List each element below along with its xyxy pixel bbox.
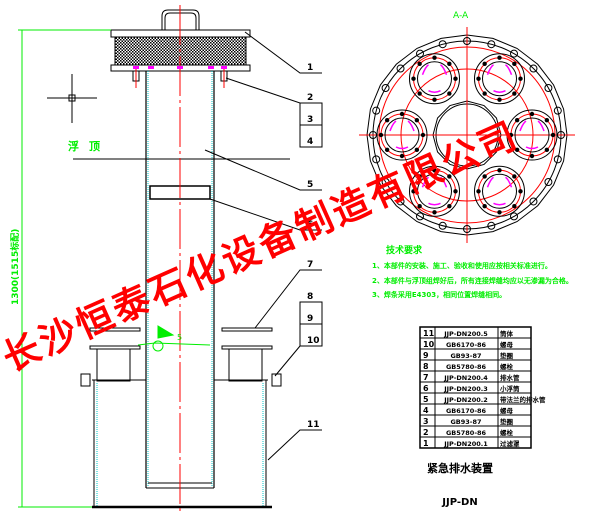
cell-no: 7 [423, 373, 429, 382]
cell-name: 排水管 [500, 373, 520, 382]
cell-name: 螺栓 [500, 362, 514, 371]
table-row: 7 JJP-DN200.4 排水管 [419, 370, 532, 383]
bolt-hole [463, 37, 471, 45]
cell-code: GB6170-86 [446, 407, 487, 415]
cell-no: 11 [423, 329, 435, 338]
bolt-hole [372, 155, 381, 164]
small-flange [474, 165, 525, 217]
bolt-hole [396, 197, 405, 206]
bolt-hole [544, 84, 553, 92]
bolt-hole [416, 49, 424, 58]
cell-code: GB93-87 [450, 352, 481, 360]
cell-code: JJP-DN200.2 [443, 396, 488, 404]
bolt-hole [487, 40, 496, 49]
cell-code: JJP-DN200.4 [443, 374, 488, 382]
cell-no: 6 [423, 384, 429, 393]
cell-name: 螺母 [500, 340, 514, 349]
drawing-code: JJP-DN [441, 497, 477, 508]
table-row: 2 GB5780-86 螺栓 [419, 425, 532, 438]
cell-no: 1 [423, 439, 429, 448]
bolt-hole [487, 221, 496, 230]
cell-code: GB5780-86 [446, 429, 487, 437]
note-3: 3、焊条采用E4303，相同位置焊缝相同。 [372, 290, 506, 299]
cell-name: 螺母 [500, 406, 514, 415]
cell-name: 垫圈 [500, 351, 514, 360]
bolt-hole [510, 49, 518, 58]
callout-2: 2 [307, 93, 313, 103]
cell-name: 筒体 [500, 329, 514, 338]
bolt-hole [463, 225, 471, 233]
cell-no: 4 [423, 406, 429, 415]
callout-7: 7 [307, 260, 313, 270]
cell-no: 10 [423, 340, 435, 349]
bolt-hole [544, 178, 553, 186]
small-flange [506, 109, 558, 161]
table-row: 11 JJP-DN200.5 筒体 [419, 326, 532, 339]
table-row: 9 GB93-87 垫圈 [419, 348, 532, 361]
cell-no: 8 [423, 362, 429, 371]
weld-size: 5 [177, 333, 182, 342]
cell-no: 9 [423, 351, 429, 360]
cell-code: GB6170-86 [446, 341, 487, 349]
floating-roof-label: 浮顶 [68, 139, 110, 153]
cell-code: JJP-DN200.1 [443, 440, 488, 448]
callout-6: 6 [307, 220, 313, 230]
bolt-hole [381, 84, 390, 92]
cell-code: JJP-DN200.3 [443, 385, 488, 393]
technical-notes: 技术要求 1、本部件的安装、施工、验收和使用应按相关标准进行。 2、本部件与浮顶… [372, 244, 573, 299]
table-row: 5 JJP-DN200.2 带法兰的排水管 [419, 392, 546, 405]
bolt-hole [529, 64, 538, 73]
table-row: 8 GB5780-86 螺栓 [419, 359, 532, 372]
cell-no: 3 [423, 417, 429, 426]
bolt-hole [553, 106, 562, 115]
dimension-line [18, 29, 211, 508]
small-flange [409, 53, 460, 105]
bolt-hole [510, 212, 518, 221]
table-row: 1 JJP-DN200.1 过滤罩 [419, 436, 532, 449]
drawing-title: 紧急排水装置 [427, 461, 493, 475]
small-flange [474, 53, 525, 105]
note-2: 2、本部件与浮顶组焊好后，所有连接焊缝均应以无渗漏为合格。 [372, 276, 573, 285]
bolt-hole [438, 40, 447, 49]
callout-9: 9 [307, 314, 313, 324]
table-row: 4 GB6170-86 螺母 [419, 403, 532, 416]
cell-code: GB93-87 [450, 418, 481, 426]
callout-numbers: 1 2 3 4 5 6 7 8 9 10 11 [307, 63, 320, 430]
cell-name: 螺栓 [500, 428, 514, 437]
cell-name: 过滤罩 [500, 439, 520, 448]
cell-code: JJP-DN200.5 [443, 330, 488, 338]
cell-name: 垫圈 [500, 417, 514, 426]
bolt-hole [529, 197, 538, 206]
bolt-hole [372, 106, 381, 115]
section-label: A-A [453, 11, 469, 21]
cell-no: 5 [423, 395, 429, 404]
callout-3: 3 [307, 115, 313, 125]
table-row: 10 GB6170-86 螺母 [419, 337, 532, 350]
bolt-hole [396, 64, 405, 73]
bolt-hole [553, 155, 562, 164]
cell-no: 2 [423, 428, 429, 437]
dimension-text: 1300(1515标配) [9, 229, 21, 305]
callout-8: 8 [307, 292, 313, 302]
table-row: 3 GB93-87 垫圈 [419, 414, 532, 427]
cell-name: 带法兰的排水管 [500, 395, 546, 404]
cell-name: 小浮筒 [499, 384, 520, 393]
callout-10: 10 [307, 336, 320, 346]
table-row: 6 JJP-DN200.3 小浮筒 [419, 381, 532, 394]
bolt-hole [416, 212, 424, 221]
bolt-hole [381, 178, 390, 186]
callout-4: 4 [307, 137, 313, 147]
notes-title: 技术要求 [386, 244, 423, 256]
callout-5: 5 [307, 180, 313, 190]
note-1: 1、本部件的安装、施工、验收和使用应按相关标准进行。 [372, 261, 552, 270]
small-flange [409, 165, 460, 217]
section-view-a-a [359, 27, 575, 243]
cell-code: GB5780-86 [446, 363, 487, 371]
bolt-hole [438, 221, 447, 230]
small-flange [376, 109, 428, 161]
callout-1: 1 [307, 63, 313, 73]
callout-11: 11 [307, 420, 320, 430]
